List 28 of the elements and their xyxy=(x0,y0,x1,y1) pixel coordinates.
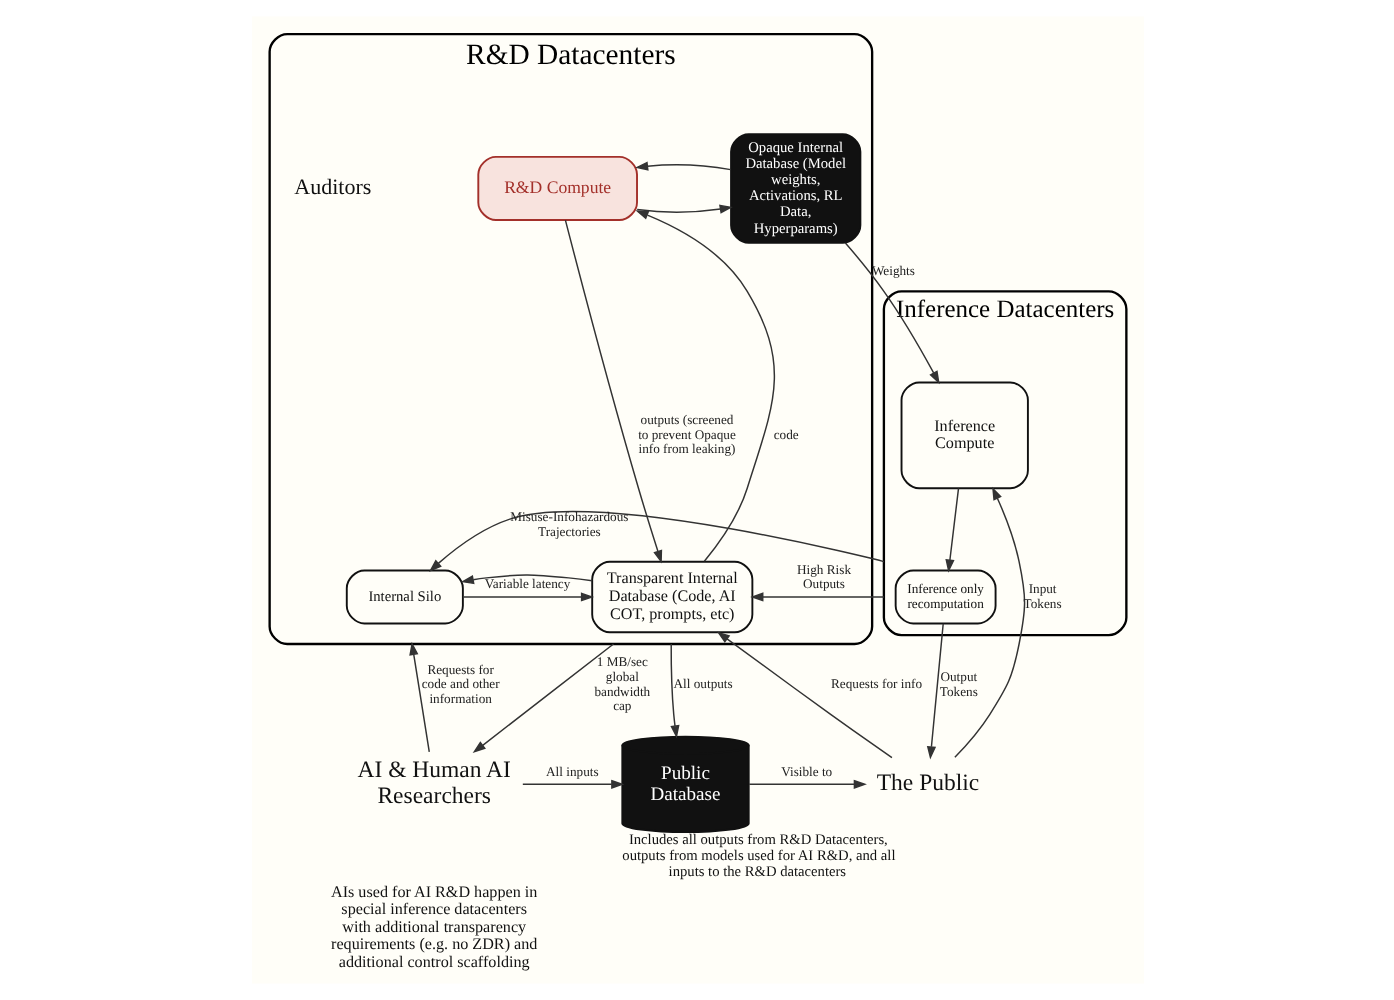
arrow xyxy=(749,592,884,602)
node-box: Transparent Internal Database (Code, AI COT, prompts, etc) xyxy=(590,560,753,634)
node-box: Opaque Internal Database (Model weights, Activations, RL Data, Hyperparams) xyxy=(729,133,861,244)
arrow xyxy=(408,641,429,753)
arrow xyxy=(427,510,884,572)
arrow xyxy=(521,779,624,789)
node-text: AI & Human AI Researchers xyxy=(356,756,510,810)
arrow xyxy=(471,643,614,754)
node-box: Internal Silo xyxy=(344,569,463,625)
arrow xyxy=(953,486,1025,759)
arrow xyxy=(843,242,939,385)
node-text: The Public xyxy=(875,769,979,796)
node-text: Auditors xyxy=(293,175,371,200)
arrow xyxy=(563,219,662,564)
label: AIs used for AI R&D happen in special inference datacenters with additional transparency requirements (e.g. no ZDR) and additional control scaffolding xyxy=(330,882,537,972)
arrow xyxy=(635,204,732,214)
arrow xyxy=(634,210,775,562)
node-label: Includes all outputs from R&D Datacenters, outputs from models used for AI R&D, and all inputs to the R&D datacenters xyxy=(621,829,895,881)
node-box: R&D Compute xyxy=(476,155,637,221)
arrow xyxy=(633,161,731,171)
arrow xyxy=(459,574,592,585)
arrow xyxy=(747,779,866,789)
arrow xyxy=(669,643,679,739)
arrow xyxy=(944,487,959,573)
arrow xyxy=(925,623,943,760)
node-box: Inference Compute xyxy=(899,381,1028,490)
arrow xyxy=(715,631,892,759)
arrow xyxy=(461,592,594,602)
